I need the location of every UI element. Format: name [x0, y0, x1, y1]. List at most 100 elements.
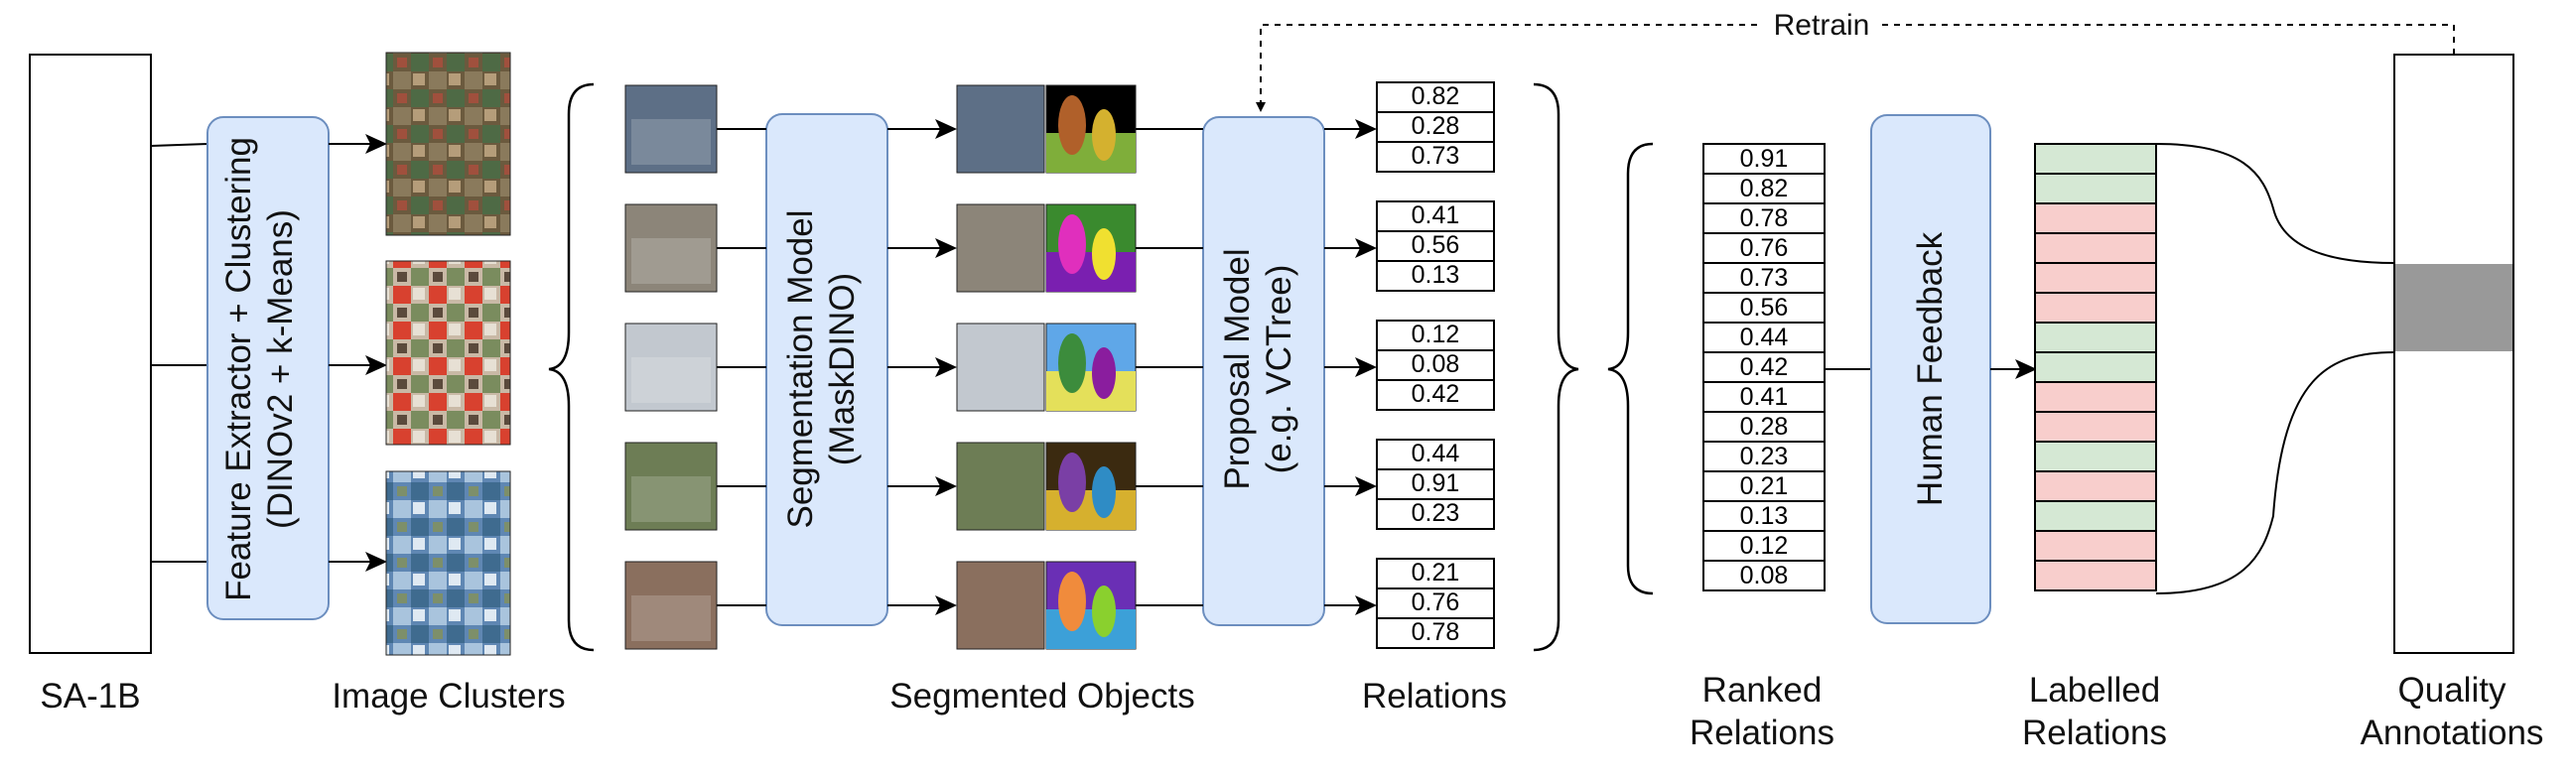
- labelled-relation-rejected: [2034, 381, 2157, 413]
- ranked-relation-score: 0.08: [1740, 562, 1789, 589]
- relation-score: 0.44: [1412, 440, 1460, 467]
- ranked-relation-score: 0.28: [1740, 413, 1789, 441]
- segmented-photo: [956, 203, 1045, 293]
- ranked-relation-score: 0.91: [1740, 145, 1789, 173]
- funnel-bottom-curve: [2155, 351, 2395, 594]
- ranked-relation-score: 0.56: [1740, 294, 1789, 322]
- ranked-relation-box: [1702, 500, 1826, 532]
- labelled-relation-rejected: [2034, 560, 2157, 591]
- relation-score: 0.08: [1412, 350, 1460, 378]
- brace-ranked: [1607, 142, 1654, 595]
- labelled-relation-accepted: [2034, 143, 2157, 175]
- relation-score: 0.41: [1412, 201, 1460, 229]
- quality-annotations-highlight: [2395, 264, 2512, 351]
- relation-score-box: [1376, 468, 1495, 500]
- segmented-photo: [956, 561, 1045, 650]
- relation-score-box: [1376, 200, 1495, 232]
- relation-score: 0.82: [1412, 82, 1460, 110]
- stage-labels: SA-1B Image Clusters Segmented Objects R…: [40, 671, 2543, 752]
- labelled-relation-rejected: [2034, 530, 2157, 562]
- ranked-relation-score: 0.13: [1740, 502, 1789, 530]
- segmentation-mask: [1045, 203, 1137, 293]
- ranked-relation-box: [1702, 202, 1826, 234]
- segmented-photo: [956, 323, 1045, 412]
- ranked-relation-box: [1702, 560, 1826, 591]
- labelled-relation-rejected: [2034, 202, 2157, 234]
- pipeline-row: 0.820.280.73: [624, 81, 1495, 174]
- ranked-relation-score: 0.78: [1740, 204, 1789, 232]
- cluster-arrows: [329, 134, 387, 572]
- labelled-relation-rejected: [2034, 292, 2157, 324]
- label-quality-line1: Quality: [2398, 671, 2507, 710]
- label-labelled-line2: Relations: [2022, 714, 2167, 752]
- labelled-relation-rejected: [2034, 470, 2157, 502]
- ranked-relation-score: 0.73: [1740, 264, 1789, 292]
- segmented-photo: [956, 442, 1045, 531]
- human-feedback-label: Human Feedback: [1911, 231, 1950, 506]
- image-clusters: [385, 52, 511, 656]
- relation-score: 0.78: [1412, 618, 1460, 646]
- labelled-relation-accepted: [2034, 322, 2157, 353]
- pipeline-row: 0.410.560.13: [624, 200, 1495, 293]
- relation-score: 0.56: [1412, 231, 1460, 259]
- sa1b-connectors: [150, 143, 208, 563]
- segmentation-model-line1: Segmentation Model: [781, 209, 820, 528]
- ranked-relation-box: [1702, 351, 1826, 383]
- relation-score: 0.91: [1412, 469, 1460, 497]
- ranked-relation-box: [1702, 381, 1826, 413]
- ranked-relation-score: 0.12: [1740, 532, 1789, 560]
- relation-score: 0.28: [1412, 112, 1460, 140]
- segmented-photo: [956, 84, 1045, 174]
- ranked-relation-score: 0.82: [1740, 175, 1789, 202]
- relation-score-box: [1376, 617, 1495, 649]
- ranked-relation-box: [1702, 322, 1826, 353]
- image-cluster-1: [385, 52, 511, 236]
- labelled-relation-accepted: [2034, 173, 2157, 204]
- relation-score-box: [1376, 81, 1495, 113]
- input-image-thumbnail: [624, 442, 718, 531]
- segmentation-model-line2: (MaskDINO): [823, 273, 862, 465]
- relation-score-box: [1376, 230, 1495, 262]
- feature-extractor-line2: (DINOv2 + k-Means): [261, 209, 300, 529]
- pipeline-row: 0.440.910.23: [624, 439, 1495, 531]
- label-ranked-line2: Relations: [1690, 714, 1834, 752]
- retrain-loop: Retrain: [1256, 8, 2455, 112]
- retrain-label: Retrain: [1774, 9, 1870, 42]
- labelled-relation-accepted: [2034, 351, 2157, 383]
- ranked-relation-box: [1702, 530, 1826, 562]
- segmentation-mask: [1045, 84, 1137, 174]
- ranked-relation-box: [1702, 262, 1826, 294]
- brace-clusters: [548, 82, 595, 652]
- relation-score: 0.42: [1412, 380, 1460, 408]
- ranked-relation-score: 0.42: [1740, 353, 1789, 381]
- image-cluster-2: [385, 260, 511, 446]
- labelled-relation-rejected: [2034, 411, 2157, 443]
- ranked-relation-score: 0.41: [1740, 383, 1789, 411]
- label-quality-line2: Annotations: [2361, 714, 2544, 752]
- relation-score-box: [1376, 498, 1495, 530]
- segmentation-mask: [1045, 442, 1137, 531]
- relation-score-box: [1376, 349, 1495, 381]
- human-feedback-block: Human Feedback: [1870, 114, 1991, 624]
- relation-score-box: [1376, 379, 1495, 411]
- segmentation-mask: [1045, 323, 1137, 412]
- labelled-relation-rejected: [2034, 262, 2157, 294]
- ranked-relations-list: 0.910.820.780.760.730.560.440.420.410.28…: [1702, 143, 1826, 591]
- label-ranked-line1: Ranked: [1702, 671, 1823, 710]
- ranked-relation-score: 0.21: [1740, 472, 1789, 500]
- ranked-relation-score: 0.23: [1740, 443, 1789, 470]
- ranked-relation-box: [1702, 441, 1826, 472]
- label-labelled-line1: Labelled: [2029, 671, 2160, 710]
- proposal-model-block: Proposal Model (e.g. VCTree): [1202, 116, 1325, 626]
- relation-score-box: [1376, 260, 1495, 292]
- relation-score: 0.21: [1412, 559, 1460, 586]
- labelled-relations-list: [2034, 143, 2157, 591]
- relation-score: 0.23: [1412, 499, 1460, 527]
- ranked-relation-box: [1702, 470, 1826, 502]
- labelled-relation-rejected: [2034, 232, 2157, 264]
- pipeline-rows: 0.820.280.73 0.410.560.13 0.120.080.42 0.44…: [624, 81, 1495, 650]
- proposal-model-line1: Proposal Model: [1218, 248, 1257, 489]
- segmentation-mask: [1045, 561, 1137, 650]
- relation-score: 0.12: [1412, 321, 1460, 348]
